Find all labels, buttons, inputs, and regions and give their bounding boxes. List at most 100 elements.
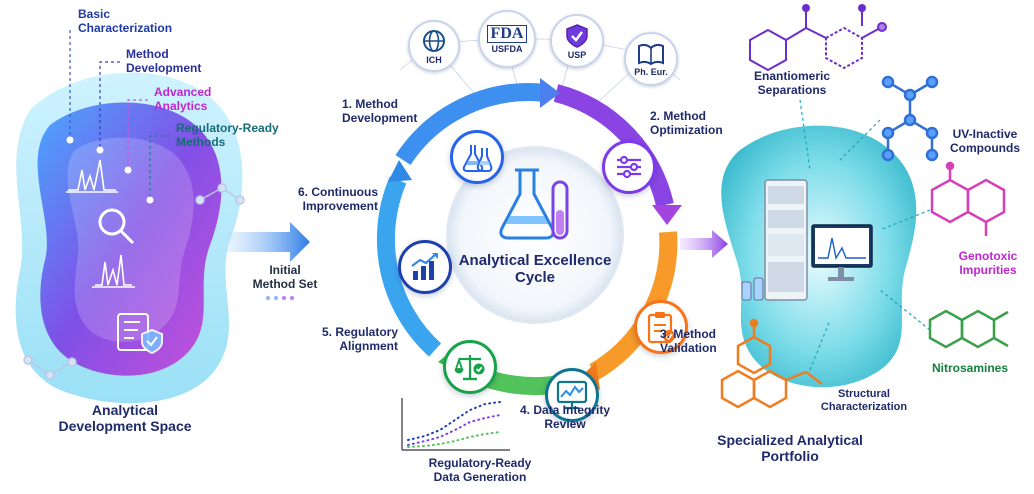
callout-line: Characterization bbox=[78, 20, 173, 35]
book-icon bbox=[637, 42, 665, 66]
portfolio-title: Specialized Analytical Portfolio bbox=[690, 432, 890, 464]
molecule-decoration bbox=[23, 183, 245, 380]
step-number: 2. bbox=[650, 109, 661, 123]
portfolio-arrow bbox=[680, 230, 728, 258]
step-4-monitor-chart-icon bbox=[545, 368, 599, 422]
badge-globe-icon: ICH bbox=[408, 20, 460, 72]
badge-label: ICH bbox=[426, 54, 442, 65]
step-2-label: 2. Method Optimization bbox=[650, 109, 723, 138]
portfolio-item-structural: Structural Characterization bbox=[806, 388, 922, 413]
step-label-line: Continuous bbox=[311, 185, 378, 199]
badge-label: USFDA bbox=[491, 43, 523, 54]
label-line: Data Generation bbox=[433, 469, 527, 484]
step-number: 3. bbox=[660, 327, 671, 341]
step-number: 6. bbox=[297, 185, 308, 199]
callout-line: Method bbox=[126, 47, 169, 61]
label-line: Method Set bbox=[252, 276, 318, 291]
structural-molecule-icon bbox=[720, 318, 823, 409]
title-line: Portfolio bbox=[761, 448, 819, 465]
step-number: 1. bbox=[342, 97, 353, 111]
callout-regulatory-ready-methods: Regulatory-Ready Methods bbox=[176, 121, 279, 150]
item-line: Separations bbox=[757, 82, 827, 97]
step-number: 5. bbox=[321, 325, 332, 339]
title-line: Cycle bbox=[514, 269, 556, 287]
data-generation-chart bbox=[401, 398, 510, 451]
nitrosamine-molecule-icon bbox=[928, 309, 1009, 349]
item-line: UV-Inactive bbox=[952, 127, 1018, 141]
enantiomer-molecule-icon bbox=[749, 4, 887, 72]
genotoxic-molecule-icon bbox=[930, 161, 1006, 236]
step-label-line: Method bbox=[673, 327, 717, 341]
peaks-chart-icon bbox=[92, 254, 135, 288]
step-1-label: 1. Method Development bbox=[342, 97, 417, 126]
title-line: Analytical bbox=[91, 402, 159, 418]
item-line: Structural bbox=[838, 388, 890, 400]
item-line: Compounds bbox=[950, 140, 1020, 155]
badge-book-icon: Ph. Eur. bbox=[624, 32, 678, 86]
cycle-center-title: Analytical Excellence Cycle bbox=[452, 252, 618, 287]
step-6-bar-chart-up-icon bbox=[398, 240, 452, 294]
item-line: Impurities bbox=[959, 262, 1017, 277]
hplc-instrument-icon bbox=[741, 179, 873, 301]
callout-line: Regulatory-Ready bbox=[176, 121, 279, 135]
initial-method-set-arrow bbox=[225, 222, 310, 262]
step-number: 4. bbox=[519, 403, 530, 417]
callout-leader-lines bbox=[69, 30, 170, 200]
step-3-label: 3. Method Validation bbox=[660, 327, 717, 356]
magnifier-icon bbox=[98, 208, 135, 245]
step-label-line: Alignment bbox=[339, 338, 398, 353]
item-line: Characterization bbox=[820, 400, 908, 413]
step-label-line: Validation bbox=[660, 340, 717, 355]
uv-inactive-molecule-icon bbox=[881, 75, 939, 162]
step-label-line: Method bbox=[355, 97, 399, 111]
step-label-line: Optimization bbox=[650, 122, 723, 137]
step-label-line: Regulatory bbox=[335, 325, 398, 339]
badge-shield-check-icon: USP bbox=[550, 14, 604, 68]
callout-method-development: Method Development bbox=[126, 47, 202, 76]
step-3-clipboard-check-icon bbox=[634, 300, 688, 354]
step-5-label: 5. Regulatory Alignment bbox=[300, 325, 398, 354]
title-line: Analytical Excellence bbox=[458, 252, 612, 269]
step-2-sliders-icon bbox=[602, 140, 656, 194]
callout-line: Methods bbox=[176, 134, 226, 149]
portfolio-item-uv-inactive: UV-Inactive Compounds bbox=[940, 127, 1030, 156]
step-6-label: 6. Continuous Improvement bbox=[274, 185, 378, 214]
step-1-flask-icon bbox=[450, 130, 504, 184]
cycle-center-disc bbox=[446, 146, 624, 324]
development-space-title: Analytical Development Space bbox=[30, 402, 220, 434]
fda-logo: FDA bbox=[486, 24, 528, 43]
callout-line: Analytics bbox=[154, 98, 208, 113]
callout-dots bbox=[66, 136, 154, 204]
badge-label: USP bbox=[567, 49, 587, 60]
item-line: Genotoxic bbox=[958, 249, 1018, 263]
document-shield-icon bbox=[117, 313, 163, 355]
item-line: Nitrosamines bbox=[931, 361, 1009, 375]
step-label-line: Review bbox=[544, 416, 586, 431]
step-4-label: 4. Data Integrity Review bbox=[510, 403, 620, 432]
label-line: Initial bbox=[269, 263, 301, 277]
item-line: Enantiomeric bbox=[753, 69, 831, 83]
shield-check-icon bbox=[564, 23, 590, 49]
initial-method-set-label: Initial Method Set bbox=[240, 263, 330, 292]
data-generation-label: Regulatory-Ready Data Generation bbox=[410, 456, 550, 485]
globe-icon bbox=[421, 28, 447, 54]
callout-line: Development bbox=[126, 60, 202, 75]
dots-decoration bbox=[266, 296, 294, 300]
label-line: Regulatory-Ready bbox=[428, 456, 532, 470]
portfolio-item-nitrosamines: Nitrosamines bbox=[920, 361, 1020, 376]
beaker-test-tube-icon bbox=[499, 168, 569, 240]
callout-advanced-analytics: Advanced Analytics bbox=[154, 85, 211, 114]
step-label-line: Data Integrity bbox=[533, 403, 611, 417]
step-5-scales-icon bbox=[443, 340, 497, 394]
step-label-line: Improvement bbox=[302, 198, 378, 213]
callout-basic-characterization: Basic Characterization bbox=[78, 7, 173, 36]
callout-line: Basic bbox=[78, 7, 111, 21]
badge-label: Ph. Eur. bbox=[634, 66, 668, 77]
portfolio-item-enantiomeric: Enantiomeric Separations bbox=[732, 69, 852, 98]
spectrum-chart-icon bbox=[66, 159, 118, 193]
title-line: Specialized Analytical bbox=[717, 432, 863, 448]
step-label-line: Method bbox=[663, 109, 707, 123]
